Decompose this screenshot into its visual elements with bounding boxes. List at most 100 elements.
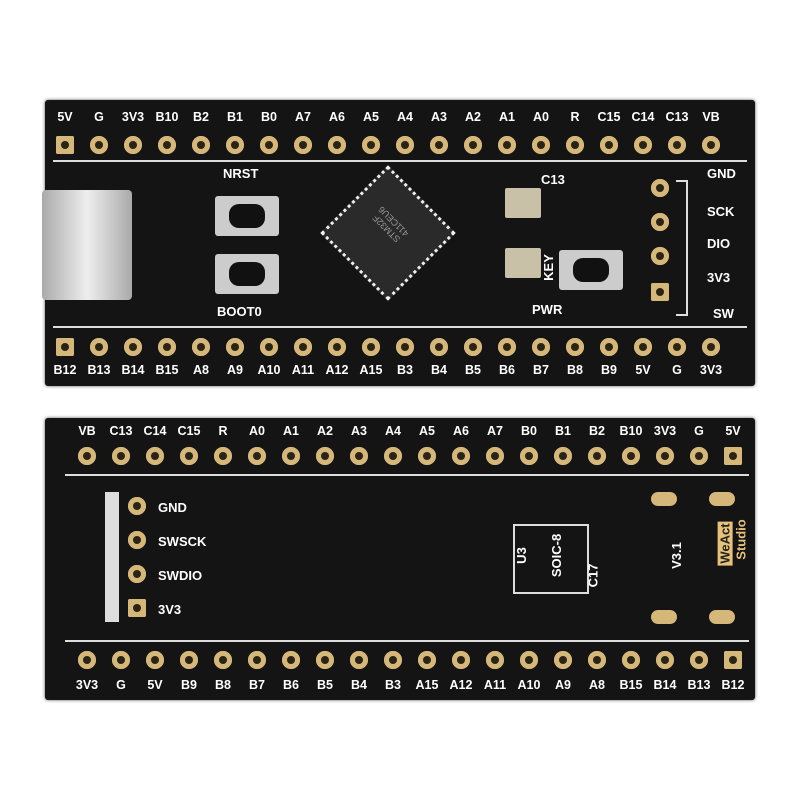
divider <box>65 474 749 476</box>
pin-pad <box>90 338 108 356</box>
key-label: KEY <box>540 254 556 281</box>
pin-label: 5V <box>147 678 163 692</box>
pin-pad <box>690 651 708 669</box>
pin-pad <box>214 651 232 669</box>
nrst-label: NRST <box>223 166 259 181</box>
pin-label: B10 <box>155 110 179 124</box>
pin-pad <box>328 136 346 154</box>
pin-pad <box>702 338 720 356</box>
pin-label: A3 <box>351 424 367 438</box>
pin-pad <box>656 447 674 465</box>
swd-pad <box>128 497 146 515</box>
swd-gnd: GND <box>158 500 187 515</box>
pin-pad <box>124 136 142 154</box>
pin-pad <box>498 136 516 154</box>
pin-pad <box>566 338 584 356</box>
pin-label: A5 <box>419 424 435 438</box>
pin-label: B8 <box>215 678 231 692</box>
boot0-button[interactable] <box>215 254 279 294</box>
pin-label: B14 <box>121 363 145 377</box>
pin-pad <box>668 338 686 356</box>
c13-label: C13 <box>541 172 565 187</box>
pin-label: B15 <box>155 363 179 377</box>
pin-pad <box>56 136 74 154</box>
pin-label: C14 <box>143 424 167 438</box>
pin-pad <box>622 447 640 465</box>
pin-label: C14 <box>631 110 655 124</box>
pin-pad <box>520 651 538 669</box>
pin-pad <box>554 651 572 669</box>
pin-label: A15 <box>359 363 383 377</box>
nrst-button[interactable] <box>215 196 279 236</box>
pin-pad <box>396 136 414 154</box>
pin-label: A0 <box>249 424 265 438</box>
swd-swdio: SWDIO <box>158 568 203 583</box>
pin-label: B2 <box>589 424 605 438</box>
pin-label: 3V3 <box>699 363 723 377</box>
pin-pad <box>384 651 402 669</box>
pin-label: A1 <box>283 424 299 438</box>
pin-pad <box>56 338 74 356</box>
pin-label: A4 <box>385 424 401 438</box>
pin-pad <box>260 136 278 154</box>
divider <box>53 326 747 328</box>
pin-label: 3V3 <box>75 678 99 692</box>
pin-pad <box>430 338 448 356</box>
boot0-label: BOOT0 <box>217 304 262 319</box>
pin-label: B9 <box>601 363 617 377</box>
pin-pad <box>78 651 96 669</box>
u3-label: U3 <box>513 547 529 564</box>
swd-header-outline <box>676 180 688 316</box>
pin-pad <box>702 136 720 154</box>
swd-3v3: 3V3 <box>158 602 182 617</box>
pin-label: C13 <box>665 110 689 124</box>
pin-label: 5V <box>57 110 73 124</box>
pwr-label: PWR <box>532 302 563 317</box>
swd-gnd: GND <box>707 166 736 181</box>
pin-pad <box>214 447 232 465</box>
pin-pad <box>180 651 198 669</box>
pin-pad <box>124 338 142 356</box>
pin-label: B10 <box>619 424 643 438</box>
crystal <box>505 188 541 218</box>
pin-label: C15 <box>177 424 201 438</box>
pin-pad <box>282 651 300 669</box>
pin-label: A12 <box>449 678 473 692</box>
pin-label: B15 <box>619 678 643 692</box>
pin-label: A8 <box>193 363 209 377</box>
pin-pad <box>418 447 436 465</box>
pin-label: A5 <box>363 110 379 124</box>
pin-label: A6 <box>329 110 345 124</box>
pin-pad <box>192 136 210 154</box>
pin-label: A9 <box>227 363 243 377</box>
pin-pad <box>690 447 708 465</box>
pin-label: B12 <box>721 678 745 692</box>
pin-pad <box>520 447 538 465</box>
crystal <box>505 248 541 278</box>
pin-pad <box>396 338 414 356</box>
pin-label: 5V <box>725 424 741 438</box>
usb-c-connector <box>42 190 132 300</box>
key-button[interactable] <box>559 250 623 290</box>
pin-label: R <box>218 424 228 438</box>
pin-pad <box>498 338 516 356</box>
pin-pad <box>668 136 686 154</box>
pin-pad <box>430 136 448 154</box>
pin-pad <box>600 136 618 154</box>
brand-studio: Studio <box>733 519 749 560</box>
pin-pad <box>78 447 96 465</box>
pin-pad <box>464 136 482 154</box>
pin-pad <box>316 447 334 465</box>
pin-label: A11 <box>483 678 507 692</box>
pin-pad <box>248 651 266 669</box>
swd-pad-strip <box>105 492 119 622</box>
divider <box>53 160 747 162</box>
swd-pad <box>128 599 146 617</box>
board-back: GND SWSCK SWDIO 3V3 U3 SOIC-8 C17 V3.1 W… <box>45 418 755 700</box>
pin-pad <box>566 136 584 154</box>
pin-label: A8 <box>589 678 605 692</box>
pin-label: A2 <box>317 424 333 438</box>
mount-pad <box>651 492 677 506</box>
pin-label: 3V3 <box>121 110 145 124</box>
pin-label: A10 <box>257 363 281 377</box>
